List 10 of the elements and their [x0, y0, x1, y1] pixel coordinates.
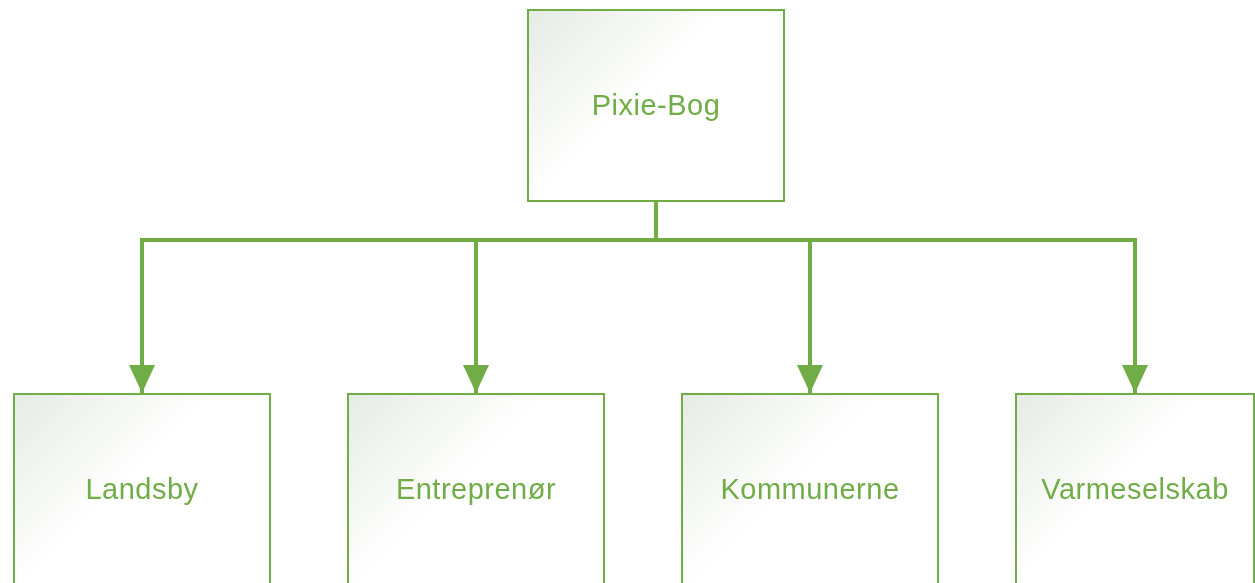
node-label: Kommunerne: [720, 472, 900, 506]
org-box: [347, 393, 605, 583]
org-box: [1015, 393, 1255, 583]
org-box: [681, 393, 939, 583]
org-box: [13, 393, 271, 583]
node-label: Pixie-Bog: [591, 89, 721, 122]
node-label: Varmeselskab: [1041, 472, 1229, 506]
node-label: Landsby: [85, 472, 199, 506]
node-label: Entreprenør: [395, 472, 557, 506]
org-box: [527, 9, 785, 202]
